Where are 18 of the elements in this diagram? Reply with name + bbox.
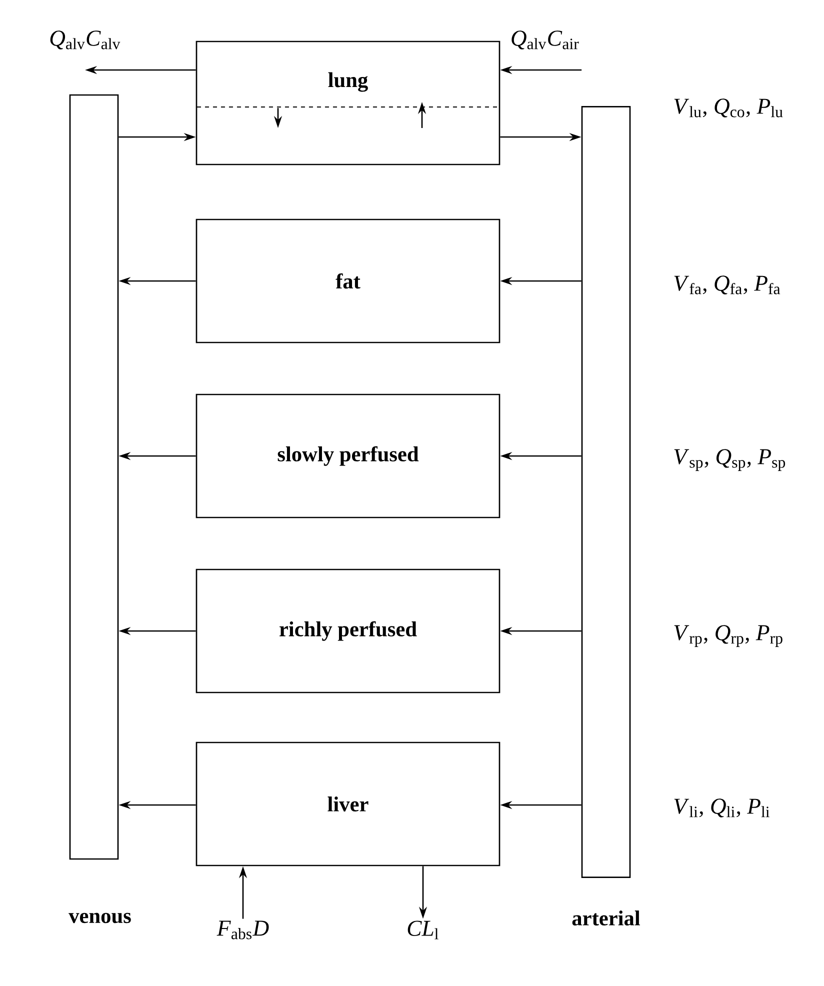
parameter-label: V$_{rp}$, Q$_{rp}$, P$_{rp}$ (674, 625, 782, 647)
node-label: arterial (572, 910, 640, 926)
bar: venous (68, 94, 131, 924)
organ-box: liver (196, 742, 500, 866)
organ-box: slowly perfused (196, 394, 500, 518)
organ-box: richly perfused (196, 568, 500, 694)
flow-label: CL$_{l}$ (408, 920, 438, 940)
parameter-label: V$_{sp}$, Q$_{sp}$, P$_{sp}$ (674, 449, 786, 471)
parameter-label: V$_{fa}$, Q$_{fa}$, P$_{fa}$ (674, 276, 780, 294)
bar: arterial (572, 106, 640, 926)
flow-label: F$_{abs}$D (216, 920, 269, 940)
flow-label: Q$_{alv}$C$_{air}$ (512, 30, 579, 50)
flow-label: Q$_{alv}$C$_{alv}$ (50, 30, 120, 50)
organ-box: fat (196, 218, 500, 344)
node-label: venous (68, 912, 131, 924)
parameter-label: V$_{li}$, Q$_{li}$, P$_{li}$ (674, 798, 770, 818)
organ-box: lung (196, 40, 500, 166)
parameter-label: V$_{lu}$, Q$_{co}$, P$_{lu}$ (674, 98, 783, 118)
